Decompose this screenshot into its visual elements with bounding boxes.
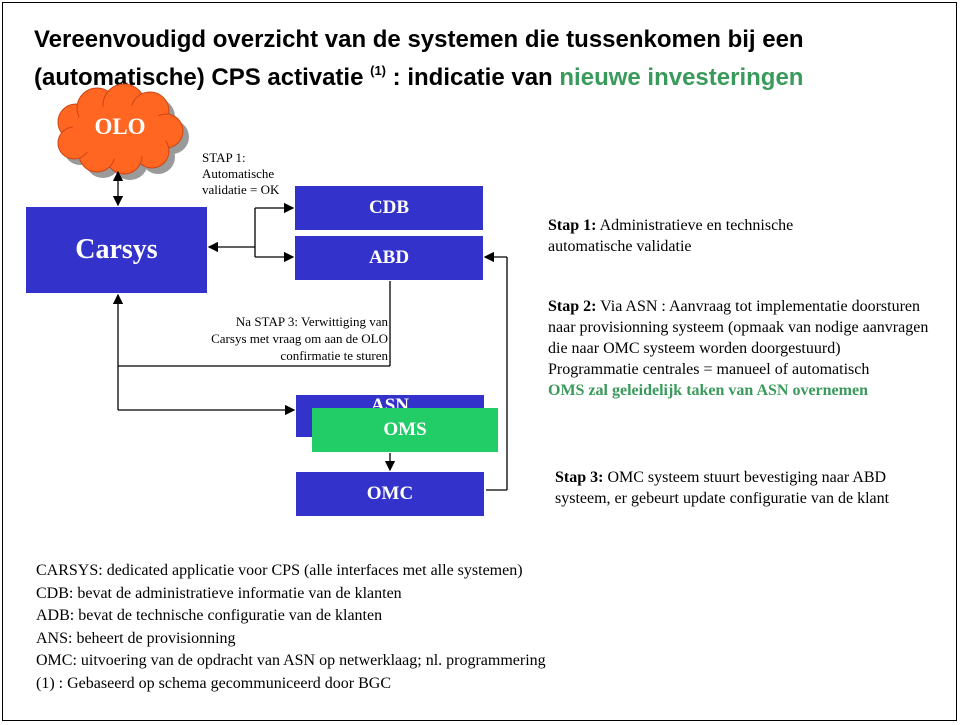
- step-2-label: Stap 2:: [548, 298, 597, 315]
- title-footnote-mark: (1): [370, 63, 386, 78]
- carsys-box: Carsys: [26, 207, 207, 293]
- cloud-label: OLO: [94, 114, 146, 139]
- oms-box: OMS: [312, 408, 498, 452]
- step-1-note: Stap 1: Administratieve en technische au…: [548, 215, 878, 257]
- step-2-extra: Programmatie centrales = manueel of auto…: [548, 361, 870, 378]
- omc-box: OMC: [296, 472, 484, 516]
- step-3-label: Stap 3:: [555, 469, 604, 486]
- stap3-annotation: Na STAP 3: Verwittiging van Carsys met v…: [150, 313, 388, 364]
- legend: CARSYS: dedicated applicatie voor CPS (a…: [36, 560, 546, 695]
- title-line-2: (automatische) CPS activatie (1) : indic…: [34, 55, 934, 93]
- title-line-1: Vereenvoudigd overzicht van de systemen …: [34, 26, 804, 53]
- legend-item: CDB: bevat de administratieve informatie…: [36, 584, 402, 602]
- stap3-annotation-line: confirmatie te sturen: [280, 348, 388, 363]
- step-1-label: Stap 1:: [548, 217, 597, 234]
- stap1-annotation-line: validatie = OK: [202, 182, 280, 197]
- title-highlight: nieuwe investeringen: [559, 64, 804, 91]
- legend-item: CARSYS: dedicated applicatie voor CPS (a…: [36, 562, 523, 579]
- step-3-text: OMC systeem stuurt bevestiging naar ABD …: [555, 469, 890, 507]
- stap3-annotation-line: Carsys met vraag om aan de OLO: [211, 331, 388, 346]
- legend-item: OMC: uitvoering van de opdracht van ASN …: [36, 652, 546, 669]
- title-line-2-middle: : indicatie van: [386, 64, 560, 91]
- stap1-annotation-line: Automatische: [202, 166, 275, 181]
- step-2-note: Stap 2: Via ASN : Aanvraag tot implement…: [548, 296, 948, 401]
- legend-item: (1) : Gebaseerd op schema gecommuniceerd…: [36, 674, 391, 692]
- slide-title: Vereenvoudigd overzicht van de systemen …: [34, 24, 934, 93]
- step-3-note: Stap 3: OMC systeem stuurt bevestiging n…: [555, 467, 915, 509]
- step-2-highlight: OMS zal geleidelijk taken van ASN overne…: [548, 382, 868, 399]
- step-2-text: Via ASN : Aanvraag tot implementatie doo…: [548, 298, 929, 357]
- legend-item: ANS: beheert de provisionning: [36, 629, 236, 647]
- stap1-annotation-line: STAP 1:: [202, 150, 246, 165]
- stap3-annotation-line: Na STAP 3: Verwittiging van: [235, 314, 388, 329]
- legend-item: ADB: bevat de technische configuratie va…: [36, 607, 383, 624]
- abd-box: ABD: [295, 236, 483, 280]
- title-line-2-prefix: (automatische) CPS activatie: [34, 64, 364, 91]
- step-1-text: Administratieve en technische automatisc…: [548, 217, 794, 255]
- stap1-annotation: STAP 1: Automatische validatie = OK: [202, 150, 279, 198]
- cdb-box: CDB: [295, 186, 483, 230]
